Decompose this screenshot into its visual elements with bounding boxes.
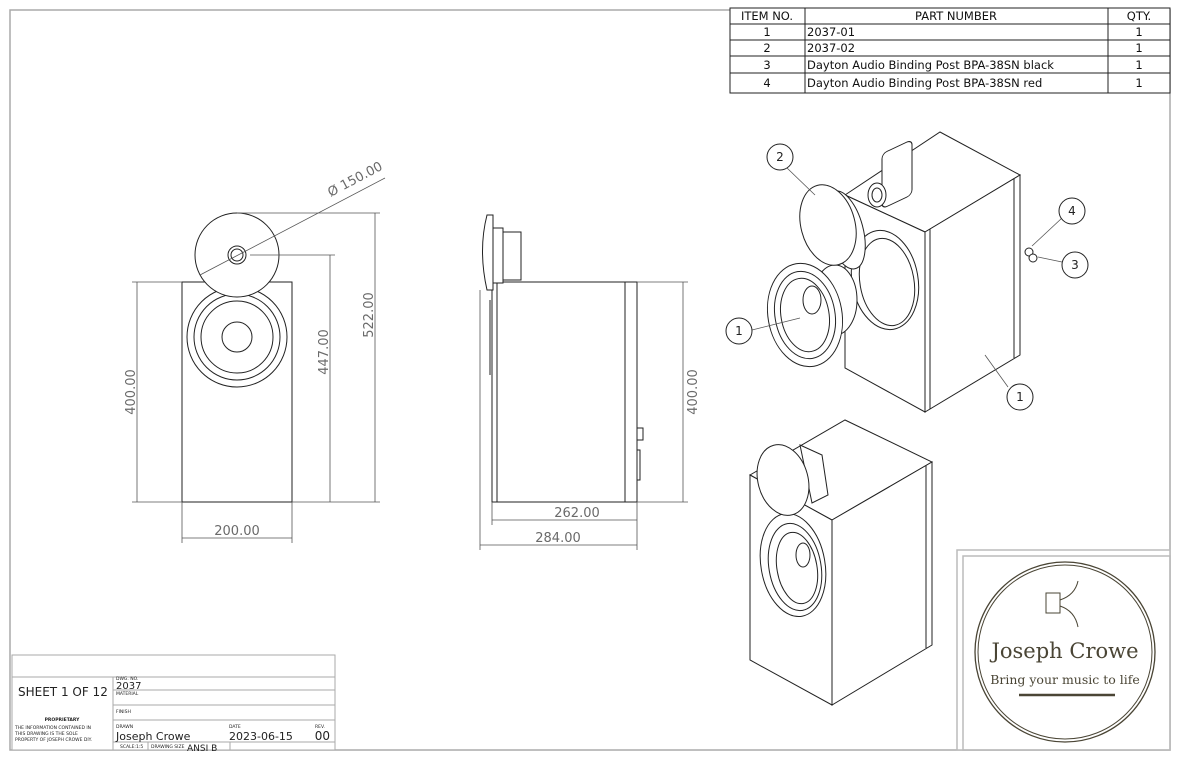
svg-text:1: 1	[1016, 390, 1024, 404]
bom-qty: 1	[1135, 41, 1142, 55]
proprietary-line: PROPERTY OF JOSEPH CROWE DIY.	[15, 737, 92, 743]
bom-header-item: ITEM NO.	[741, 9, 793, 23]
bom-part: 2037-02	[807, 41, 855, 55]
bom-item: 3	[763, 58, 770, 72]
size-label: DRAWING SIZE	[151, 744, 185, 750]
scale-label: SCALE:1:5	[120, 744, 143, 750]
bom-row: 3 Dayton Audio Binding Post BPA-38SN bla…	[763, 58, 1142, 72]
bom-row: 4 Dayton Audio Binding Post BPA-38SN red…	[763, 76, 1142, 90]
bom-item: 4	[763, 76, 770, 90]
drawn-by: Joseph Crowe	[115, 730, 191, 743]
dwg-no-label: DWG. NO.	[116, 676, 138, 682]
dim-depth-total: 284.00	[535, 531, 581, 546]
svg-text:3: 3	[1071, 258, 1079, 272]
dim-height-total: 522.00	[362, 292, 377, 338]
bom-qty: 1	[1135, 58, 1142, 72]
svg-text:2: 2	[776, 150, 784, 164]
balloon: 1	[725, 317, 753, 345]
front-view: 400.00 447.00 522.00 200.00 Ø 150.00	[124, 159, 385, 543]
svg-text:4: 4	[1068, 204, 1076, 218]
logo-name: Joseph Crowe	[989, 639, 1138, 663]
title-block: SHEET 1 OF 12 PROPRIETARY THE INFORMATIO…	[11, 654, 336, 754]
dim-width: 200.00	[214, 524, 260, 539]
material-label: MATERIAL	[116, 691, 139, 697]
dim-height-tweeter: 447.00	[317, 329, 332, 375]
bom-row: 2 2037-02 1	[763, 41, 1142, 55]
bom-part: 2037-01	[807, 25, 855, 39]
sheet-number: SHEET 1 OF 12	[18, 685, 108, 699]
speaker-logo-icon	[1045, 580, 1079, 628]
bom-part: Dayton Audio Binding Post BPA-38SN black	[807, 58, 1054, 72]
dim-side-height: 400.00	[686, 369, 701, 415]
proprietary-title: PROPRIETARY	[45, 717, 81, 723]
bom-table: ITEM NO. PART NUMBER QTY. 1 2037-01 1 2 …	[729, 7, 1171, 94]
balloon: 1	[1006, 383, 1034, 411]
date: 2023-06-15	[229, 730, 293, 743]
bom-row: 1 2037-01 1	[763, 25, 1142, 39]
dim-diameter: Ø 150.00	[325, 159, 385, 200]
dwg-no: 2037	[116, 681, 141, 692]
proprietary-line: THE INFORMATION CONTAINED IN	[14, 725, 91, 731]
proprietary-line: THIS DRAWING IS THE SOLE	[14, 731, 78, 737]
bom-item: 1	[763, 25, 770, 39]
bom-part: Dayton Audio Binding Post BPA-38SN red	[807, 76, 1042, 90]
revision: 00	[315, 729, 330, 743]
bom-header-part: PART NUMBER	[915, 9, 997, 23]
dim-depth-body: 262.00	[554, 506, 600, 521]
drawing-size: ANSI B	[187, 744, 217, 754]
side-view: 400.00 262.00 284.00	[479, 214, 701, 550]
bom-qty: 1	[1135, 76, 1142, 90]
sheet-border	[9, 9, 1171, 751]
rev-label: REV.	[315, 724, 325, 730]
balloon: 4	[1058, 197, 1086, 225]
exploded-isometric-view: 2 1 1 3 4	[725, 131, 1089, 413]
drawn-label: DRAWN	[116, 724, 133, 730]
date-label: DATE	[229, 724, 241, 730]
assembled-isometric-view	[748, 419, 934, 706]
svg-text:1: 1	[735, 324, 743, 338]
bom-header-qty: QTY.	[1127, 9, 1151, 23]
bom-item: 2	[763, 41, 770, 55]
balloon: 2	[766, 143, 794, 171]
dim-height-body: 400.00	[124, 369, 139, 415]
bom-qty: 1	[1135, 25, 1142, 39]
finish-label: FINISH	[116, 709, 131, 715]
balloon: 3	[1061, 251, 1089, 279]
logo-tagline: Bring your music to life	[990, 672, 1140, 687]
company-logo: Joseph Crowe Bring your music to life	[956, 549, 1171, 751]
